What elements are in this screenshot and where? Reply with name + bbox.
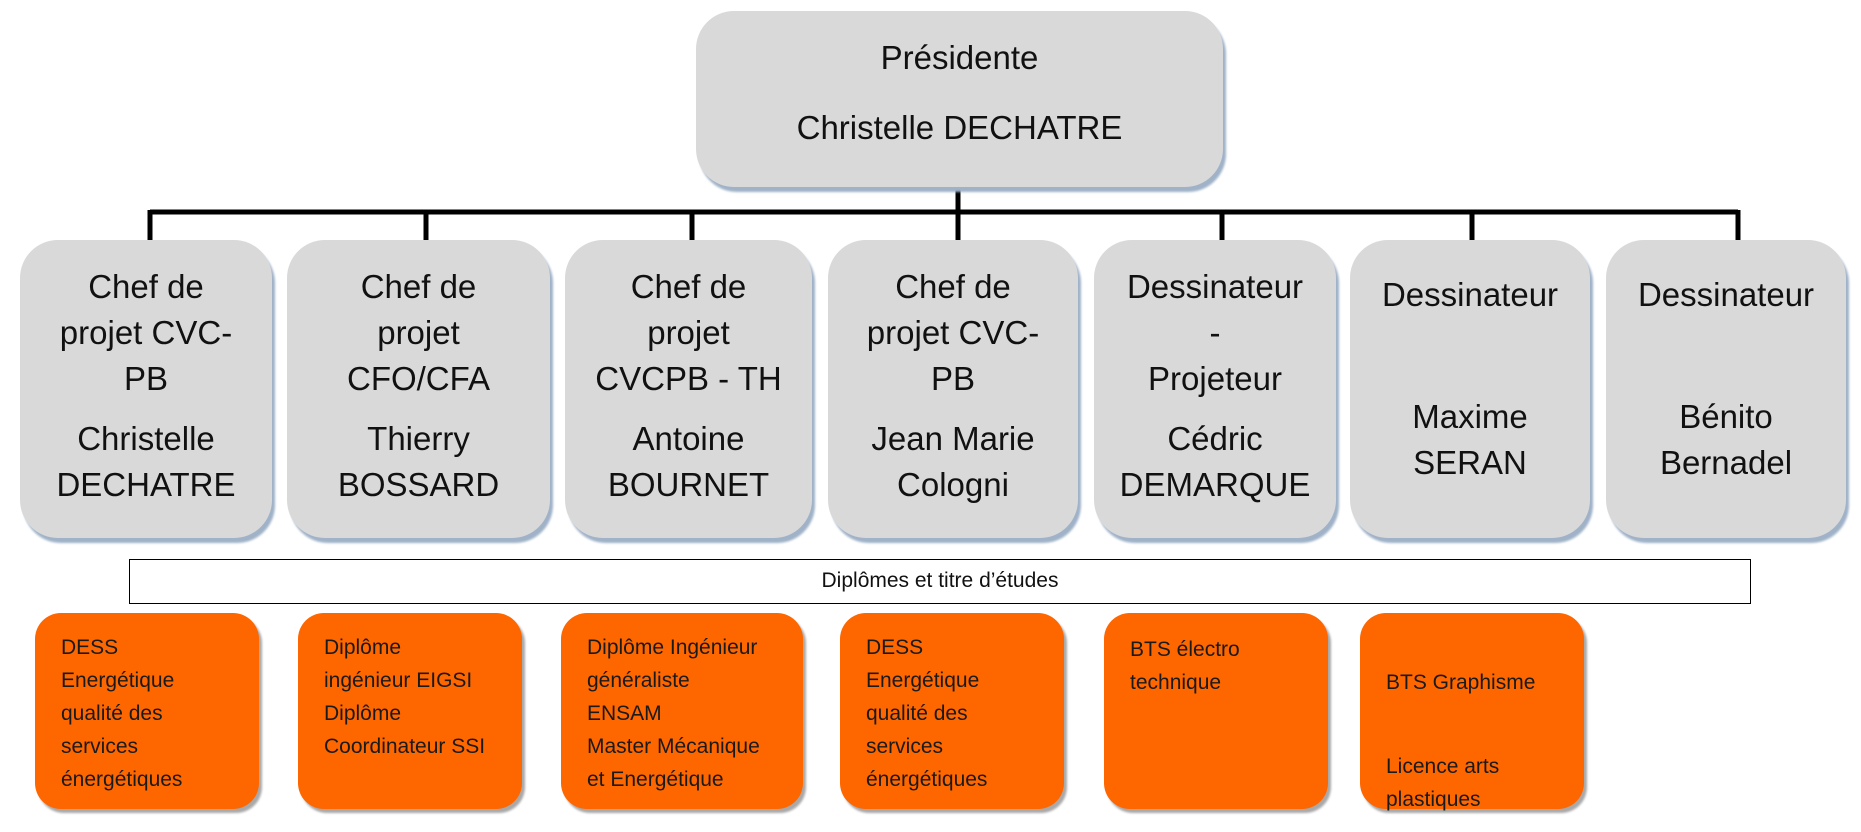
staff-name: Christelle DECHATRE [56, 420, 236, 503]
staff-box-7: Dessinateur Bénito Bernadel [1606, 240, 1846, 538]
staff-box-1: Chef de projet CVC- PB Christelle DECHAT… [20, 240, 272, 538]
staff-box-4: Chef de projet CVC- PB Jean Marie Cologn… [828, 240, 1078, 538]
staff-name: Antoine BOURNET [607, 420, 770, 503]
degree-line: BTS Graphisme [1386, 671, 1536, 694]
staff-box-2: Chef de projet CFO/CFA Thierry BOSSARD [287, 240, 550, 538]
staff-role: Dessinateur [1381, 276, 1559, 313]
staff-role: Chef de projet CVC- PB [866, 268, 1040, 397]
staff-box-5: Dessinateur - Projeteur Cédric DEMARQUE [1094, 240, 1336, 538]
president-box: Présidente Christelle DECHATRE [696, 11, 1223, 187]
degree-line: Licence arts plastiques [1386, 755, 1500, 811]
staff-role: Chef de projet CFO/CFA [346, 268, 490, 397]
degree-box-4: DESS Energétique qualité des services én… [840, 613, 1064, 809]
degree-box-3: Diplôme Ingénieur généraliste ENSAM Mast… [561, 613, 803, 809]
staff-box-3: Chef de projet CVCPB - TH Antoine BOURNE… [565, 240, 812, 538]
staff-name: Maxime SERAN [1412, 398, 1528, 481]
degree-box-2: Diplôme ingénieur EIGSI Diplôme Coordina… [298, 613, 522, 809]
degree-box-5: BTS électro technique [1104, 613, 1328, 809]
staff-role: Chef de projet CVC- PB [59, 268, 233, 397]
staff-name: Jean Marie Cologni [871, 420, 1035, 503]
president-name: Christelle DECHATRE [796, 109, 1123, 146]
degrees-banner: Diplômes et titre d’études [129, 559, 1751, 604]
staff-name: Cédric DEMARQUE [1119, 420, 1311, 503]
staff-name: Thierry BOSSARD [337, 420, 500, 503]
degree-box-6: BTS Graphisme Licence arts plastiques [1360, 613, 1584, 811]
staff-role: Chef de projet CVCPB - TH [595, 268, 782, 397]
president-title: Présidente [880, 39, 1039, 76]
staff-role: Dessinateur - Projeteur [1126, 268, 1304, 397]
staff-box-6: Dessinateur Maxime SERAN [1350, 240, 1590, 538]
staff-role: Dessinateur [1637, 276, 1815, 313]
degree-box-1: DESS Energétique qualité des services én… [35, 613, 259, 809]
staff-name: Bénito Bernadel [1659, 398, 1793, 481]
